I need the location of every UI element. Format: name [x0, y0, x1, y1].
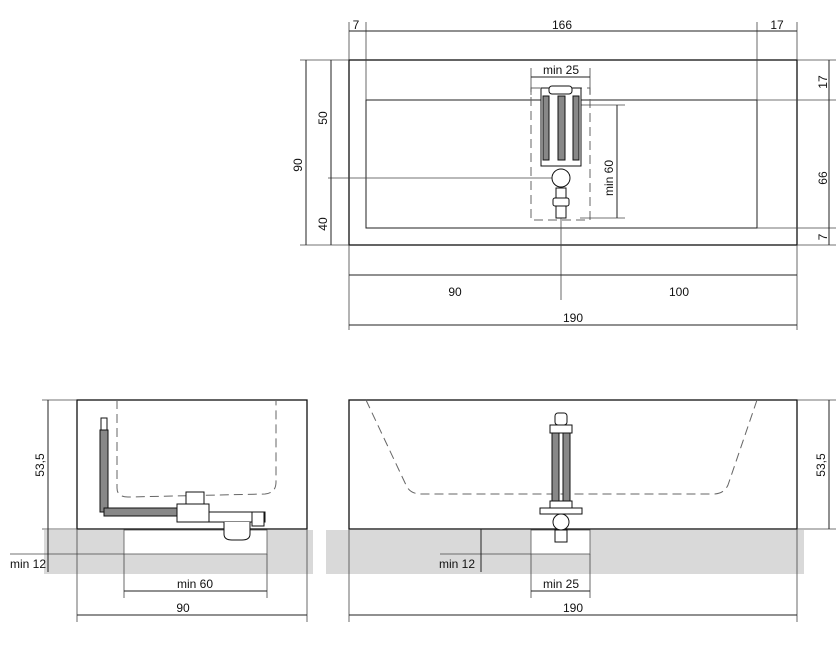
dim-min25-top: min 25	[543, 63, 579, 77]
dim-min60-top: min 60	[602, 160, 616, 196]
dim-top-left: 7	[353, 18, 360, 32]
drain-assembly-icon	[99, 417, 266, 541]
dim-bottom-right: 100	[669, 285, 689, 299]
dim-right-top: 17	[816, 75, 830, 89]
dim-side-width: 90	[176, 601, 190, 615]
hose-right-icon	[572, 95, 580, 161]
faucet-head-icon	[548, 85, 573, 95]
dim-side-min12: min 12	[10, 557, 46, 571]
dim-left-lower: 40	[316, 217, 330, 231]
dim-bottom-total: 190	[563, 311, 583, 325]
faucet-installation-area: min 25 min 60	[530, 63, 625, 221]
dim-front-min25: min 25	[543, 577, 579, 591]
dim-front-min12: min 12	[439, 557, 475, 571]
dim-front-width: 190	[563, 601, 583, 615]
left-dimension-column: 90 50 40	[291, 59, 560, 246]
dim-side-height: 53,5	[33, 453, 47, 477]
hose-left-icon	[542, 95, 550, 161]
spout-icon	[551, 168, 571, 188]
tub-outline-side	[76, 399, 308, 530]
freestanding-faucet-icon	[539, 412, 583, 543]
right-dimension-column: 17 66 7	[757, 59, 836, 246]
top-view: 7 166 17 90 50 40 17 66 7	[291, 18, 836, 330]
dim-top-center: 166	[552, 18, 572, 32]
side-view: 53,5 min 12 min 60 90	[10, 399, 313, 622]
dim-left-total: 90	[291, 158, 305, 172]
bottom-dimension-row: 90 100 190	[348, 218, 798, 330]
dim-bottom-left: 90	[448, 285, 462, 299]
dim-left-upper: 50	[316, 111, 330, 125]
tub-outline-top	[348, 59, 798, 246]
dim-front-height: 53,5	[814, 453, 828, 477]
dim-right-bottom: 7	[816, 233, 830, 240]
top-dimension-row: 7 166 17	[348, 18, 798, 100]
dim-right-mid: 66	[816, 171, 830, 185]
dim-top-right: 17	[770, 18, 784, 32]
tub-outline-front	[348, 399, 798, 530]
front-view: 53,5 min 12 min 25 190	[326, 399, 836, 622]
dim-side-min60: min 60	[177, 577, 213, 591]
